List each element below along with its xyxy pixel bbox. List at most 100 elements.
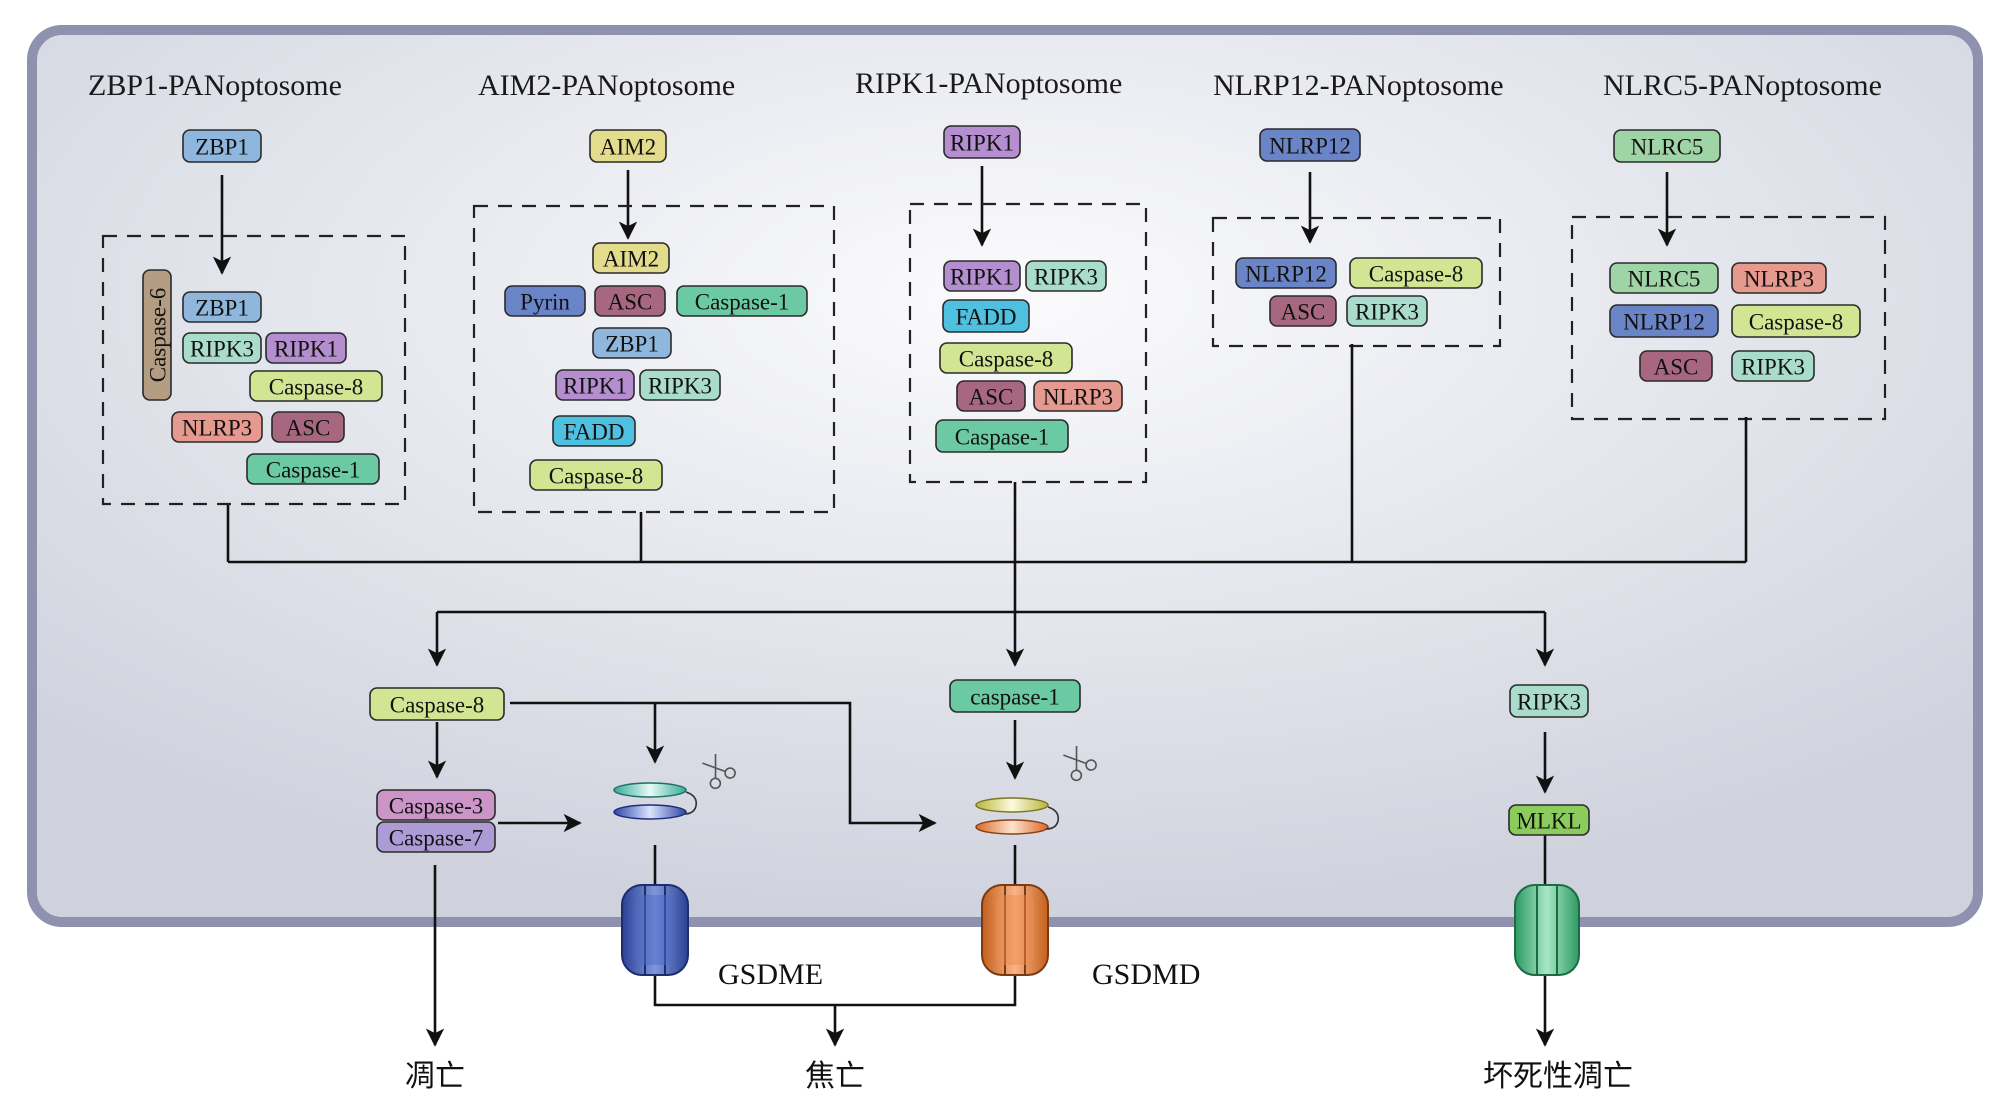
node-label: Caspase-1 [955, 425, 1050, 450]
node-asc: ASC [594, 285, 666, 317]
node-label: Caspase-7 [389, 826, 484, 851]
node-label: Caspase-1 [695, 290, 790, 315]
gsdmd-pore [981, 884, 1049, 976]
node-label: ASC [969, 385, 1014, 410]
node-ripk3: RIPK3 [639, 369, 721, 401]
outcome-pyroptosis: 焦亡 [805, 1059, 865, 1094]
node-aim2: AIM2 [589, 129, 667, 163]
node-label: ZBP1 [195, 296, 249, 321]
node-caspase-8: Caspase-8 [1731, 304, 1861, 338]
node-fadd: FADD [552, 415, 636, 447]
node-label: NLRP3 [1744, 267, 1814, 292]
node-ripk1: RIPK1 [943, 260, 1021, 292]
node-zbp1: ZBP1 [182, 129, 262, 163]
complex-boundary [908, 202, 1148, 484]
complex-title: NLRC5-PANoptosome [1603, 69, 1882, 102]
node-asc: ASC [956, 380, 1026, 412]
node-ripk3: RIPK3 [1346, 295, 1428, 327]
node-label: NLRC5 [1631, 135, 1704, 160]
node-caspase-1: Caspase-1 [246, 453, 380, 485]
node-caspase-8: Caspase-8 [369, 687, 505, 721]
node-label: Caspase-1 [266, 458, 361, 483]
node-label: ASC [1281, 300, 1326, 325]
node-ripk1: RIPK1 [555, 369, 635, 401]
node-label: NLRC5 [1628, 267, 1701, 292]
node-fadd: FADD [942, 299, 1030, 333]
mlkl-pore [1514, 884, 1580, 976]
complex-boundary [472, 204, 836, 514]
node-label: Caspase-8 [1749, 310, 1844, 335]
node-label: RIPK3 [1741, 355, 1805, 380]
node-label: RIPK3 [190, 337, 254, 362]
node-zbp1: ZBP1 [182, 291, 262, 323]
node-ripk1: RIPK1 [943, 125, 1021, 159]
caspase8-right-line [510, 701, 937, 833]
node-label: ZBP1 [195, 135, 249, 160]
node-ripk1: RIPK1 [265, 332, 347, 364]
node-label: Caspase-8 [959, 347, 1054, 372]
node-caspase-8: Caspase-8 [529, 459, 663, 491]
node-ripk3: RIPK3 [1025, 260, 1107, 292]
scissors-icon [1063, 745, 1097, 782]
node-mlkl: MLKL [1508, 804, 1590, 836]
node-caspase-3: Caspase-3 [376, 789, 496, 821]
gsdme-pore [621, 884, 689, 976]
gsdme-label: GSDME [718, 958, 823, 991]
node-nlrp12: NLRP12 [1235, 257, 1337, 289]
node-caspase-8: Caspase-8 [939, 342, 1073, 374]
node-pyrin: Pyrin [504, 285, 586, 317]
node-nlrc5: NLRC5 [1613, 129, 1721, 163]
node-asc: ASC [1639, 350, 1713, 382]
node-caspase-8: Caspase-8 [1349, 257, 1483, 289]
node-caspase-8: Caspase-8 [249, 370, 383, 402]
node-caspase-1: Caspase-1 [935, 419, 1069, 453]
node-label: RIPK1 [563, 374, 627, 399]
complex-boundary [101, 234, 407, 506]
node-label: Caspase-8 [390, 693, 485, 718]
node-caspase-7: Caspase-7 [376, 821, 496, 853]
node-label: AIM2 [603, 247, 659, 272]
complex-title: ZBP1-PANoptosome [88, 69, 342, 102]
node-label: RIPK3 [1034, 265, 1098, 290]
node-asc: ASC [1269, 295, 1337, 327]
complex-title: RIPK1-PANoptosome [855, 67, 1122, 100]
node-label: RIPK3 [648, 374, 712, 399]
node-caspase-6: Caspase-6 [142, 269, 172, 401]
node-label: NLRP3 [182, 416, 252, 441]
node-nlrp12: NLRP12 [1259, 128, 1361, 162]
node-label: RIPK1 [274, 337, 338, 362]
node-label: MLKL [1516, 809, 1581, 834]
node-label: Pyrin [520, 290, 570, 315]
node-label: Caspase-8 [269, 375, 364, 400]
node-label: RIPK3 [1517, 690, 1581, 715]
node-asc: ASC [271, 411, 345, 443]
node-label: caspase-1 [970, 685, 1059, 710]
node-label: NLRP12 [1269, 134, 1351, 159]
node-label: FADD [956, 305, 1017, 330]
node-label: FADD [564, 420, 625, 445]
scissors-icon [702, 753, 736, 790]
complex-title: NLRP12-PANoptosome [1213, 69, 1504, 102]
gsdme-cleavage-rings [613, 782, 698, 820]
outcome-necroptosis: 坏死性凋亡 [1483, 1059, 1633, 1094]
node-nlrc5: NLRC5 [1609, 262, 1719, 294]
node-label: ZBP1 [605, 332, 659, 357]
node-label: NLRP12 [1623, 310, 1705, 335]
node-label: AIM2 [600, 135, 656, 160]
node-ripk3: RIPK3 [182, 332, 262, 364]
outcome-apoptosis: 凋亡 [405, 1059, 465, 1094]
gsdmd-label: GSDMD [1092, 958, 1200, 991]
node-ripk3: RIPK3 [1731, 350, 1815, 382]
node-caspase-1: caspase-1 [949, 679, 1081, 713]
node-label: RIPK1 [950, 131, 1014, 156]
complex-title: AIM2-PANoptosome [478, 69, 735, 102]
node-label: ASC [286, 416, 331, 441]
node-nlrp3: NLRP3 [1731, 262, 1827, 294]
node-nlrp12: NLRP12 [1609, 304, 1719, 338]
